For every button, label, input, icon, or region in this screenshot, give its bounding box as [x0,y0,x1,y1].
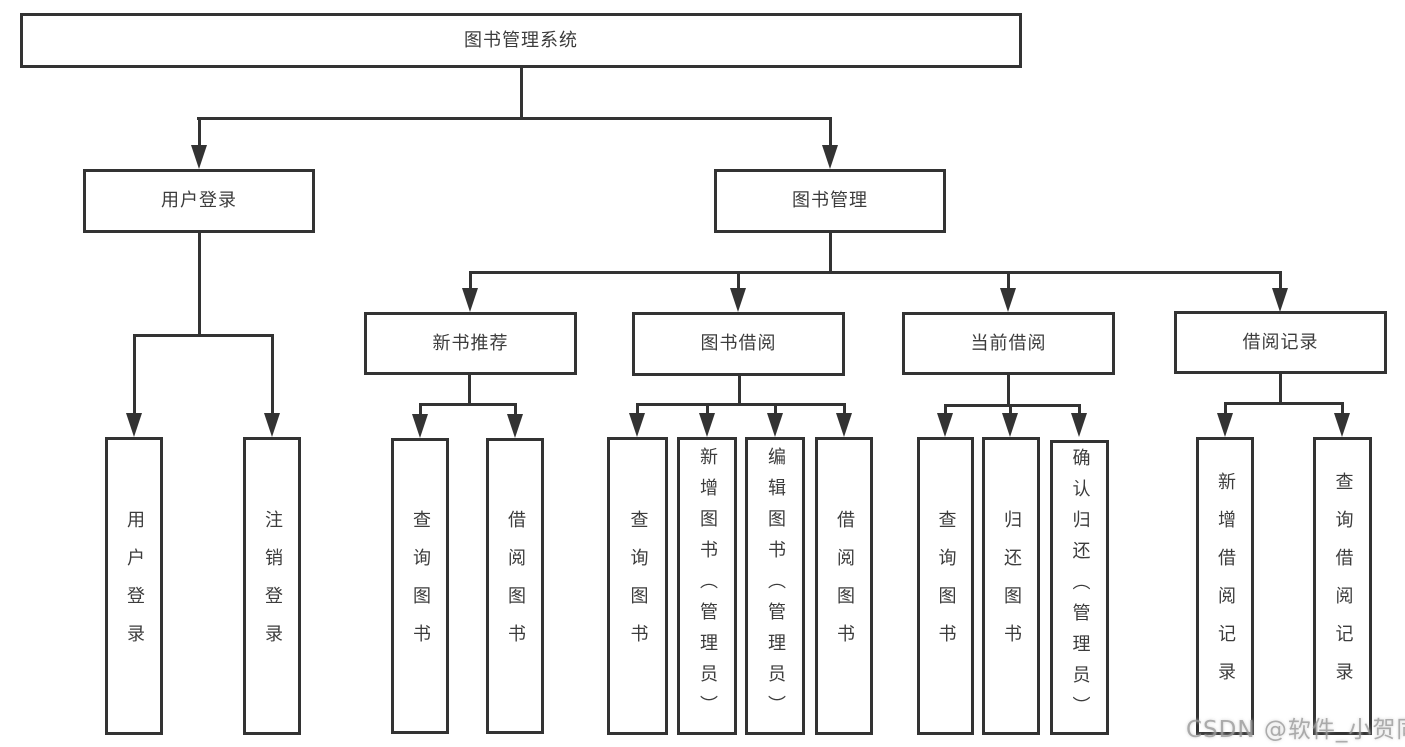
connector-userlogin-drop-1 [133,334,136,416]
arrow-down-icon [822,145,838,169]
connector-current-horizontal [944,404,1080,407]
arrow-down-icon [507,414,523,438]
node-borrow-query-books: 查询图书 [607,437,668,735]
arrow-down-icon [126,413,142,437]
node-book-management: 图书管理 [714,169,946,233]
node-library-management-system: 图书管理系统 [20,13,1022,68]
connector-userlogin-drop-2 [271,334,274,416]
node-borrowing-records: 借阅记录 [1174,311,1387,374]
node-add-books-admin: 新增图书（管理员） [677,437,737,735]
arrow-down-icon [629,413,645,437]
arrow-down-icon [1272,288,1288,312]
connector-records-drop-1 [1224,402,1227,415]
node-query-borrow-record: 查询借阅记录 [1313,437,1372,735]
connector-userlogin-horizontal [133,334,274,337]
arrow-down-icon [836,413,852,437]
connector-borrow-drop-3 [774,403,777,415]
node-add-borrow-record-label: 新增借阅记录 [1215,472,1236,700]
arrow-down-icon [699,413,715,437]
node-edit-books-admin: 编辑图书（管理员） [745,437,805,735]
node-confirm-return-admin-label: 确认归还（管理员） [1069,448,1091,727]
arrow-down-icon [462,288,478,312]
connector-newrec-drop-1 [419,403,422,416]
connector-bookmgmt-horizontal [469,271,1281,274]
node-user-login-action-label: 用户登录 [124,510,145,662]
connector-root-drop-left [198,117,201,148]
connector-current-stub [1007,375,1010,406]
node-return-books-label: 归还图书 [1001,510,1022,662]
node-add-borrow-record: 新增借阅记录 [1196,437,1254,735]
arrow-down-icon [767,413,783,437]
node-newrec-borrow-books: 借阅图书 [486,438,544,734]
node-return-books: 归还图书 [982,437,1040,735]
arrow-down-icon [1071,413,1087,437]
connector-newrec-horizontal [419,403,516,406]
node-current-query-books-label: 查询图书 [935,510,957,662]
arrow-down-icon [730,288,746,312]
arrow-down-icon [1334,413,1350,437]
connector-current-drop-2 [1009,404,1012,415]
node-user-login-action: 用户登录 [105,437,163,735]
node-logout-action-label: 注销登录 [262,510,283,662]
node-borrow-borrow-books: 借阅图书 [815,437,873,735]
connector-bookmgmt-drop-1 [469,271,472,291]
connector-borrow-drop-2 [706,403,709,415]
node-borrow-query-books-label: 查询图书 [627,510,649,662]
connector-newrec-stub [468,375,471,406]
arrow-down-icon [1000,288,1016,312]
csdn-watermark: CSDN @软件_小贺同学 [1186,717,1405,743]
connector-bookmgmt-drop-2 [737,271,740,291]
arrow-down-icon [1217,413,1233,437]
connector-root-horizontal [197,117,832,120]
node-newrec-query-books: 查询图书 [391,438,449,734]
node-borrow-borrow-books-label: 借阅图书 [834,510,855,662]
connector-borrow-drop-4 [843,403,846,415]
connector-root-stub [520,68,523,120]
node-query-borrow-record-label: 查询借阅记录 [1332,472,1354,700]
connector-current-drop-3 [1078,404,1081,415]
connector-borrow-drop-1 [636,403,639,415]
arrow-down-icon [264,413,280,437]
connector-bookmgmt-stub [829,233,832,274]
node-book-borrowing: 图书借阅 [632,312,845,376]
connector-bookmgmt-drop-3 [1007,271,1010,291]
node-confirm-return-admin: 确认归还（管理员） [1050,440,1109,735]
connector-userlogin-stub [198,233,201,337]
connector-records-drop-2 [1341,402,1344,415]
arrow-down-icon [937,413,953,437]
node-user-login: 用户登录 [83,169,315,233]
node-edit-books-admin-label: 编辑图书（管理员） [765,446,786,726]
connector-current-drop-1 [944,404,947,415]
connector-records-stub [1279,374,1282,405]
node-logout-action: 注销登录 [243,437,301,735]
node-add-books-admin-label: 新增图书（管理员） [697,446,718,726]
connector-records-horizontal [1224,402,1343,405]
connector-newrec-drop-2 [514,403,517,416]
connector-borrow-horizontal [636,403,844,406]
connector-borrow-stub [738,376,741,406]
arrow-down-icon [1002,413,1018,437]
node-newrec-query-books-label: 查询图书 [410,510,431,662]
node-current-query-books: 查询图书 [917,437,974,735]
arrow-down-icon [412,414,428,438]
node-newrec-borrow-books-label: 借阅图书 [505,510,526,662]
connector-root-drop-right [829,117,832,148]
arrow-down-icon [191,145,207,169]
connector-bookmgmt-drop-4 [1279,271,1282,291]
node-current-borrowing: 当前借阅 [902,312,1115,375]
node-new-book-recommendation: 新书推荐 [364,312,577,375]
